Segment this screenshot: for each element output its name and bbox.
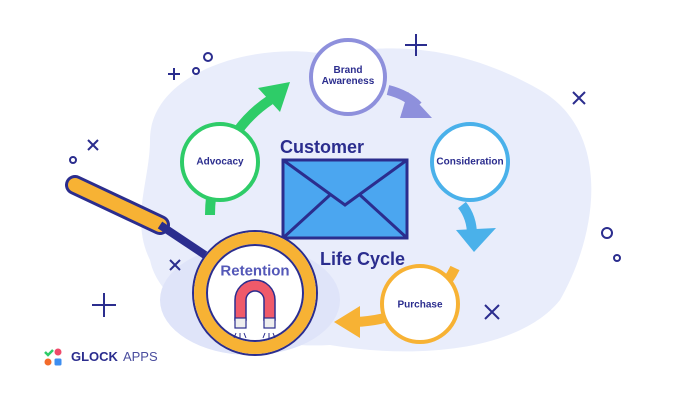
purchase-circle: [380, 264, 460, 344]
advocacy-circle: [180, 122, 260, 202]
stage-retention: Retention: [220, 262, 290, 280]
decorations: [69, 34, 621, 320]
title-customer: Customer: [280, 137, 365, 157]
stage-purchase: Purchase: [397, 299, 443, 311]
envelope-icon: [281, 158, 409, 240]
consideration-circle: [430, 122, 510, 202]
glock-apps-logo-icon: [44, 348, 62, 366]
stage-consideration: Consideration: [436, 156, 504, 168]
brand-awareness-circle: [309, 38, 387, 116]
logo-brand: GLOCK: [71, 349, 118, 364]
title-life-cycle: Life Cycle: [320, 249, 406, 269]
glock-apps-logo: GLOCK APPS: [44, 349, 158, 364]
stage-brand-awareness: Brand Awareness: [321, 65, 375, 87]
magnet-icon: [233, 279, 276, 339]
stage-advocacy: Advocacy: [196, 156, 244, 168]
logo-suffix: APPS: [122, 349, 158, 364]
